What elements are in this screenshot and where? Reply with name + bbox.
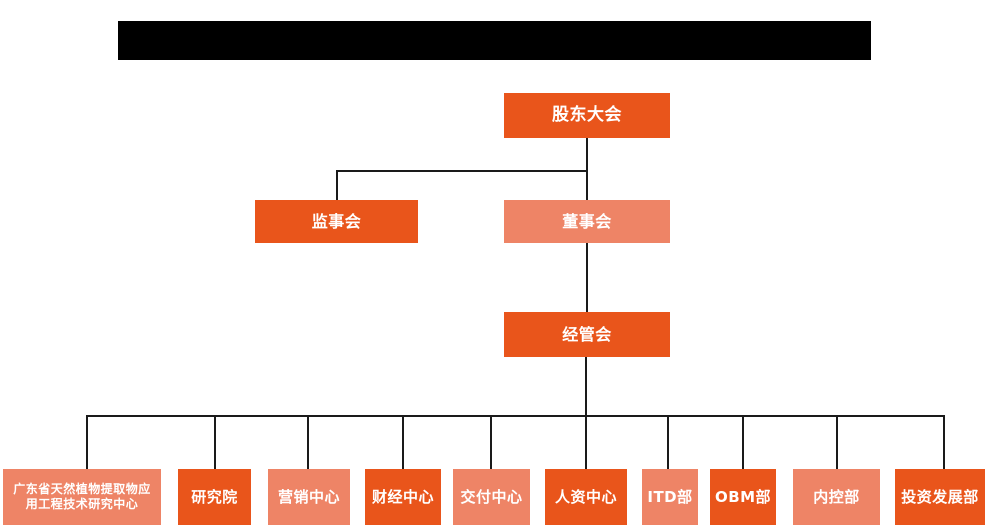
node-shareholders-meeting-label: 股东大会 [552, 104, 622, 125]
connector-level1-bus [336, 170, 588, 172]
connector-directors-down [586, 170, 588, 201]
node-department-itd[interactable]: ITD部 [642, 469, 698, 525]
node-department-research-institute[interactable]: 研究院 [178, 469, 251, 525]
connector-drop-10 [943, 415, 945, 469]
node-department-finance-center[interactable]: 财经中心 [365, 469, 441, 525]
node-department-investment-development-label: 投资发展部 [901, 487, 979, 506]
node-department-finance-center-label: 财经中心 [371, 487, 434, 506]
node-department-delivery-center[interactable]: 交付中心 [453, 469, 530, 525]
node-department-hr-center[interactable]: 人资中心 [545, 469, 627, 525]
node-department-guangdong-research-center[interactable]: 广东省天然植物提取物应 用工程技术研究中心 [3, 469, 161, 525]
node-department-guangdong-research-center-label: 广东省天然植物提取物应 用工程技术研究中心 [13, 482, 151, 511]
connector-drop-1 [86, 415, 88, 469]
node-department-internal-control-label: 内控部 [813, 487, 860, 506]
node-department-hr-center-label: 人资中心 [554, 487, 617, 506]
connector-shareholders-down [586, 138, 588, 172]
node-department-obm-label: OBM部 [714, 487, 772, 506]
node-department-delivery-center-label: 交付中心 [460, 487, 523, 506]
redacted-title-bar [118, 21, 871, 60]
connector-drop-7 [667, 415, 669, 469]
connector-drop-4 [402, 415, 404, 469]
connector-drop-8 [742, 415, 744, 469]
node-board-of-directors[interactable]: 董事会 [504, 200, 670, 243]
node-shareholders-meeting[interactable]: 股东大会 [504, 93, 670, 138]
node-board-of-directors-label: 董事会 [562, 211, 612, 231]
connector-drop-9 [836, 415, 838, 469]
connector-supervisors-down [336, 170, 338, 201]
connector-drop-3 [307, 415, 309, 469]
connector-department-bus [86, 415, 944, 417]
node-management-committee[interactable]: 经管会 [504, 312, 670, 357]
connector-management-to-bus [585, 357, 587, 469]
node-department-research-institute-label: 研究院 [191, 487, 238, 506]
connector-drop-2 [214, 415, 216, 469]
node-management-committee-label: 经管会 [562, 324, 612, 344]
node-department-obm[interactable]: OBM部 [710, 469, 776, 525]
node-department-marketing-center[interactable]: 营销中心 [268, 469, 350, 525]
connector-directors-to-management [586, 243, 588, 312]
node-department-marketing-center-label: 营销中心 [277, 487, 340, 506]
node-department-investment-development[interactable]: 投资发展部 [895, 469, 985, 525]
node-board-of-supervisors-label: 监事会 [311, 211, 362, 231]
connector-drop-5 [490, 415, 492, 469]
node-board-of-supervisors[interactable]: 监事会 [255, 200, 418, 243]
node-department-itd-label: ITD部 [647, 487, 693, 506]
node-department-internal-control[interactable]: 内控部 [793, 469, 880, 525]
